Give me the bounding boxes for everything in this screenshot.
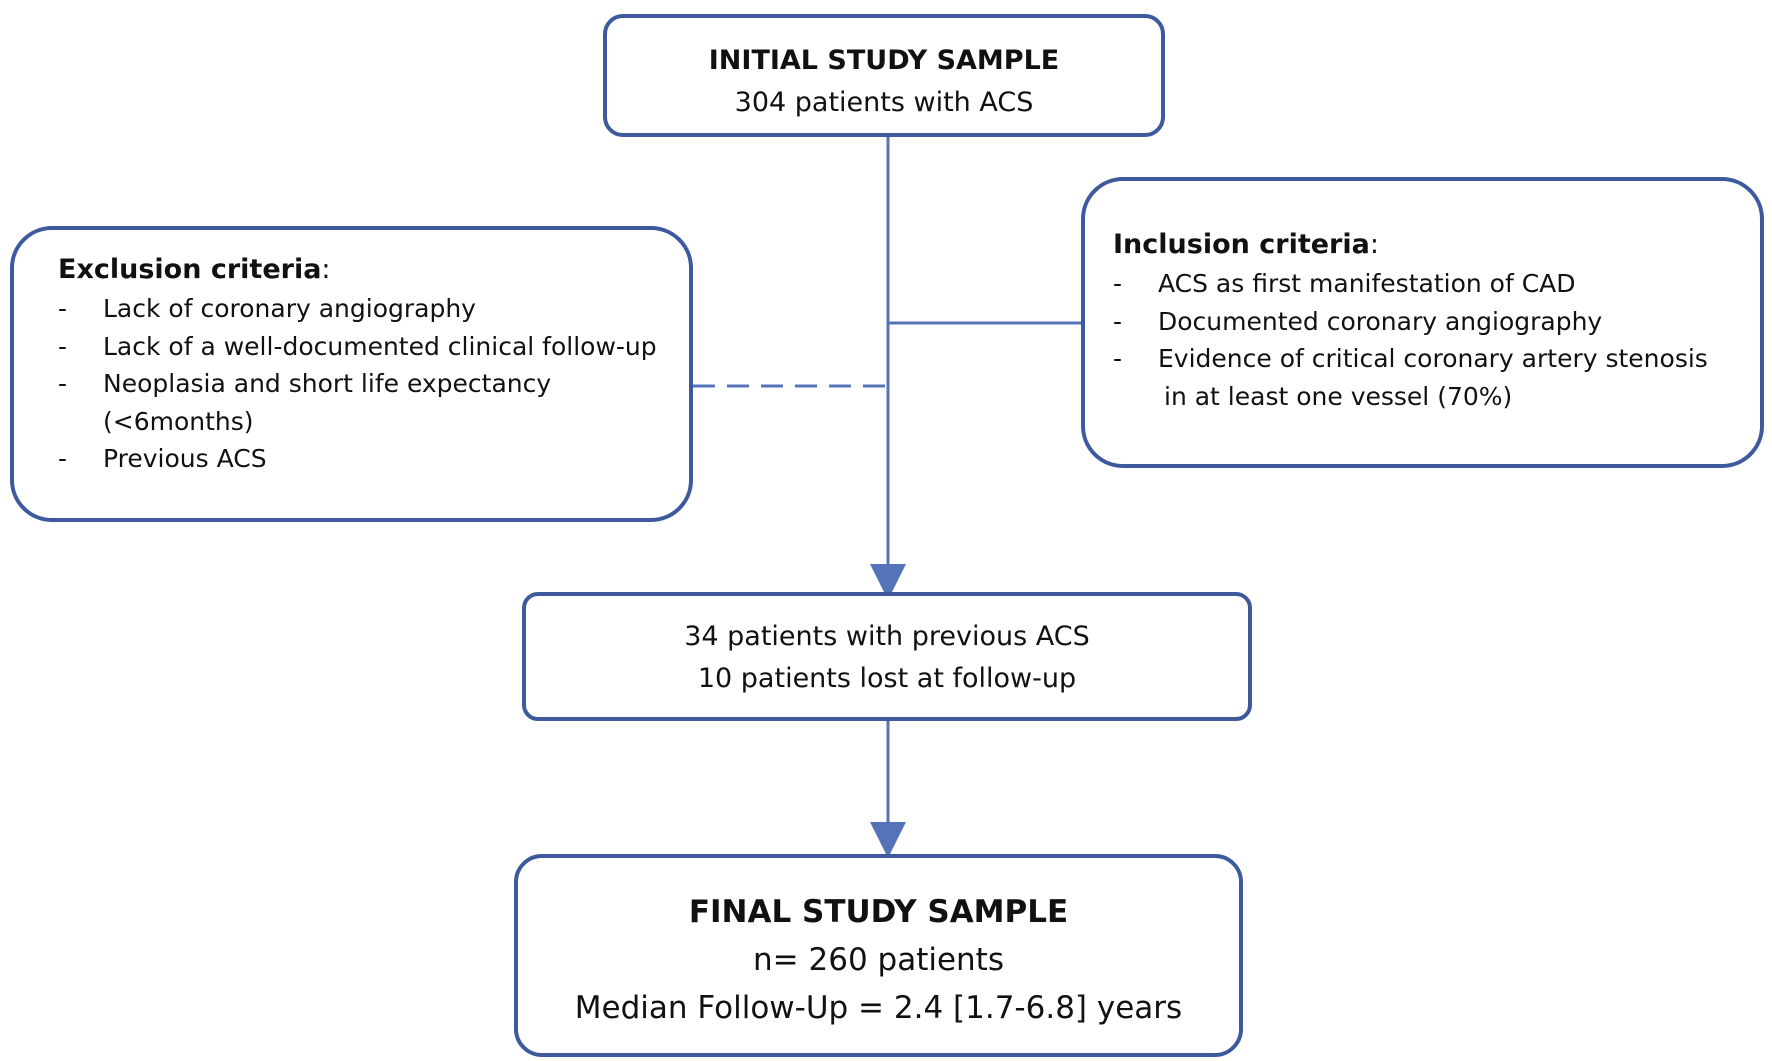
exclusion-criteria-list: -Lack of coronary angiography -Lack of a… <box>58 290 689 478</box>
list-item: -Documented coronary angiography <box>1113 306 1603 336</box>
initial-sample-box: INITIAL STUDY SAMPLE 304 patients with A… <box>603 14 1165 137</box>
list-item: -Neoplasia and short life expectancy(<6m… <box>58 369 552 436</box>
final-sample-title: FINAL STUDY SAMPLE <box>688 894 1069 930</box>
final-sample-count: n= 260 patients <box>753 942 1004 978</box>
final-sample-follow-up: Median Follow-Up = 2.4 [1.7-6.8] years <box>574 990 1183 1026</box>
list-item: -Lack of coronary angiography <box>58 294 476 323</box>
excluded-previous-acs: 34 patients with previous ACS <box>684 621 1090 652</box>
list-item: -Evidence of critical coronary artery st… <box>1113 344 1708 411</box>
initial-sample-count: 304 patients with ACS <box>734 87 1034 118</box>
list-item: -Previous ACS <box>58 444 267 473</box>
inclusion-criteria-box: Inclusion criteria: -ACS as first manife… <box>1081 177 1764 468</box>
list-item: -Lack of a well-documented clinical foll… <box>58 331 657 361</box>
excluded-patients-box: 34 patients with previous ACS 10 patient… <box>522 592 1252 721</box>
exclusion-criteria-title: Exclusion criteria: <box>58 254 331 285</box>
exclusion-criteria-box: Exclusion criteria: -Lack of coronary an… <box>10 226 693 522</box>
excluded-lost-follow-up: 10 patients lost at follow-up <box>697 663 1077 694</box>
list-item: -ACS as first manifestation of CAD <box>1113 269 1576 298</box>
inclusion-criteria-title: Inclusion criteria: <box>1113 229 1379 260</box>
inclusion-criteria-list: -ACS as first manifestation of CAD -Docu… <box>1113 265 1760 415</box>
final-sample-box: FINAL STUDY SAMPLE n= 260 patients Media… <box>514 854 1243 1057</box>
initial-sample-title: INITIAL STUDY SAMPLE <box>708 45 1060 76</box>
